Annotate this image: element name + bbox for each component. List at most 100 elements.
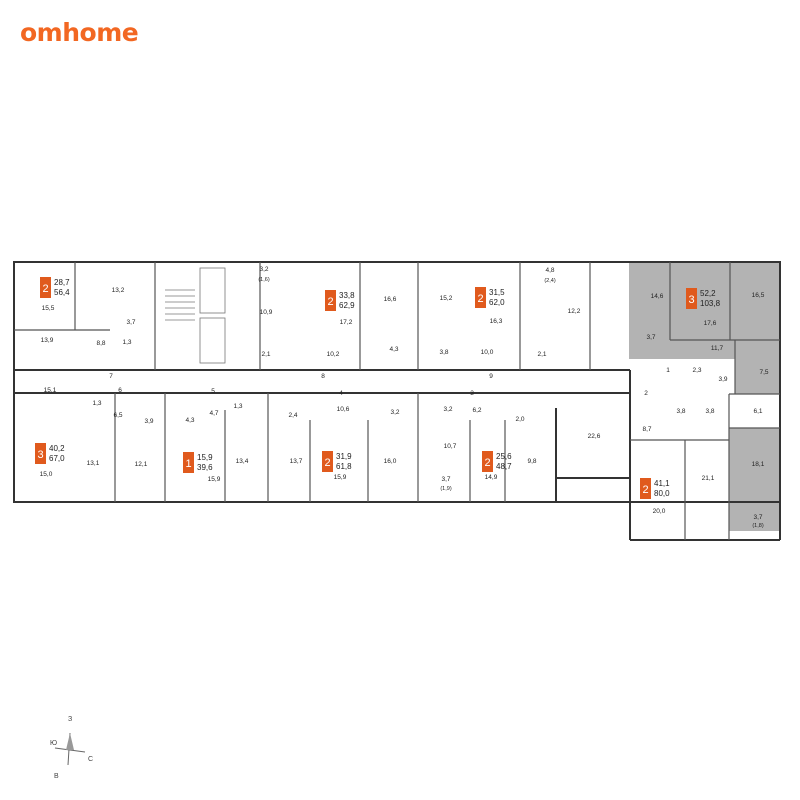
room-area-label: 3,7 [441,476,450,483]
room-area-label: 18,1 [752,461,765,468]
total-area: 80,0 [654,489,670,498]
highlighted-apartment-fill [629,263,780,531]
room-area-label: 6,1 [753,408,762,415]
corridor-number: 2 [644,390,648,397]
room-area-label: 14,9 [485,474,498,481]
total-area: 61,8 [336,462,352,471]
badge-box [183,452,194,473]
room-area-label: 15,2 [440,295,453,302]
corridor-number: 7 [109,373,113,380]
corridor-number: 1 [666,367,670,374]
room-area-label: 13,1 [87,460,100,467]
rooms-count: 2 [42,283,48,295]
room-area-label: 4,7 [209,410,218,417]
total-area: 62,9 [339,301,355,310]
room-area-label: 2,1 [537,351,546,358]
room-area-label: 3,9 [718,376,727,383]
living-area: 40,2 [49,444,65,453]
apartment-badge: 2 33,862,9 [325,290,355,311]
room-area-label: 16,5 [752,292,765,299]
room-area-label: 10,0 [481,349,494,356]
living-area: 28,7 [54,278,70,287]
total-area: 67,0 [49,454,65,463]
room-area-label: 20,0 [653,508,666,515]
apartment-badge: 225,648,7 [482,451,512,472]
room-area-label: 4,3 [389,346,398,353]
badge-box [35,443,46,464]
rooms-count: 2 [477,293,483,305]
room-area-label: 2,4 [288,412,297,419]
room-area-label: (1,8) [752,523,763,529]
room-area-label: 1,3 [233,403,242,410]
room-area-label: 22,6 [588,433,601,440]
living-area: 31,5 [489,288,505,297]
compass: З Ю С В [50,716,110,783]
compass-west: Ю [50,740,58,747]
room-area-label: 3,7 [753,514,762,521]
brand-logo: omhome [20,18,139,47]
room-area-label: (2,4) [544,278,555,284]
room-area-label: 13,7 [290,458,303,465]
badge-box [322,451,333,472]
room-area-label: 15,5 [42,305,55,312]
room-area-label: 15,9 [208,476,221,483]
room-area-label: 6,5 [113,412,122,419]
living-area: 33,8 [339,291,355,300]
room-area-label: 13,2 [112,287,125,294]
total-area: 39,6 [197,463,213,472]
room-area-label: 17,2 [340,319,353,326]
room-area-label: 8,8 [96,340,105,347]
room-area-label: 21,1 [702,475,715,482]
room-area-label: 3,7 [646,334,655,341]
rooms-count: 2 [484,457,490,469]
room-area-label: 17,6 [704,320,717,327]
room-area-label: 1,3 [92,400,101,407]
corridor-number: 6 [118,387,122,394]
stairwell [165,267,226,364]
compass-needle-icon [66,733,74,750]
room-area-label: 15,1 [44,387,57,394]
room-area-label: 10,7 [444,443,457,450]
room-area-label: 4,8 [545,267,554,274]
apartment-badge: 2 41,180,0 [640,478,670,499]
total-area: 48,7 [496,462,512,471]
partitions [14,262,780,540]
apartment-badge: 231,562,0 [475,287,505,308]
room-area-label: 16,0 [384,458,397,465]
room-area-label: 15,0 [40,471,53,478]
corridor-number: 9 [489,373,493,380]
room-area-label: 2,1 [261,351,270,358]
rooms-count: 2 [642,484,648,496]
compass-north: З [68,716,73,723]
room-area-label: 2,3 [692,367,701,374]
room-area-label: 3,2 [443,406,452,413]
room-area-label: 1,3 [122,339,131,346]
room-area-label: 8,7 [642,426,651,433]
total-area: 103,8 [700,299,721,308]
living-area: 41,1 [654,479,670,488]
room-area-label: 3,8 [676,408,685,415]
room-area-label: 12,2 [568,308,581,315]
rooms-count: 2 [327,296,333,308]
room-area-label: 3,7 [126,319,135,326]
room-area-label: (1,6) [258,277,269,283]
room-area-label: 7,5 [759,369,768,376]
badge-box [475,287,486,308]
room-area-label: 14,6 [651,293,664,300]
apartment-badge: 115,939,6 [183,452,213,473]
walls [13,261,781,541]
badge-box [40,277,51,298]
room-area-label: 12,1 [135,461,148,468]
badge-box [482,451,493,472]
room-area-label: 15,9 [334,474,347,481]
room-area-label: 10,9 [260,309,273,316]
badge-box [686,288,697,309]
corridor-number: 8 [321,373,325,380]
corridor-number: 5 [211,388,215,395]
rooms-count: 2 [324,457,330,469]
room-area-label: 3,2 [259,266,268,273]
room-area-label: 4,3 [185,417,194,424]
living-area: 31,9 [336,452,352,461]
